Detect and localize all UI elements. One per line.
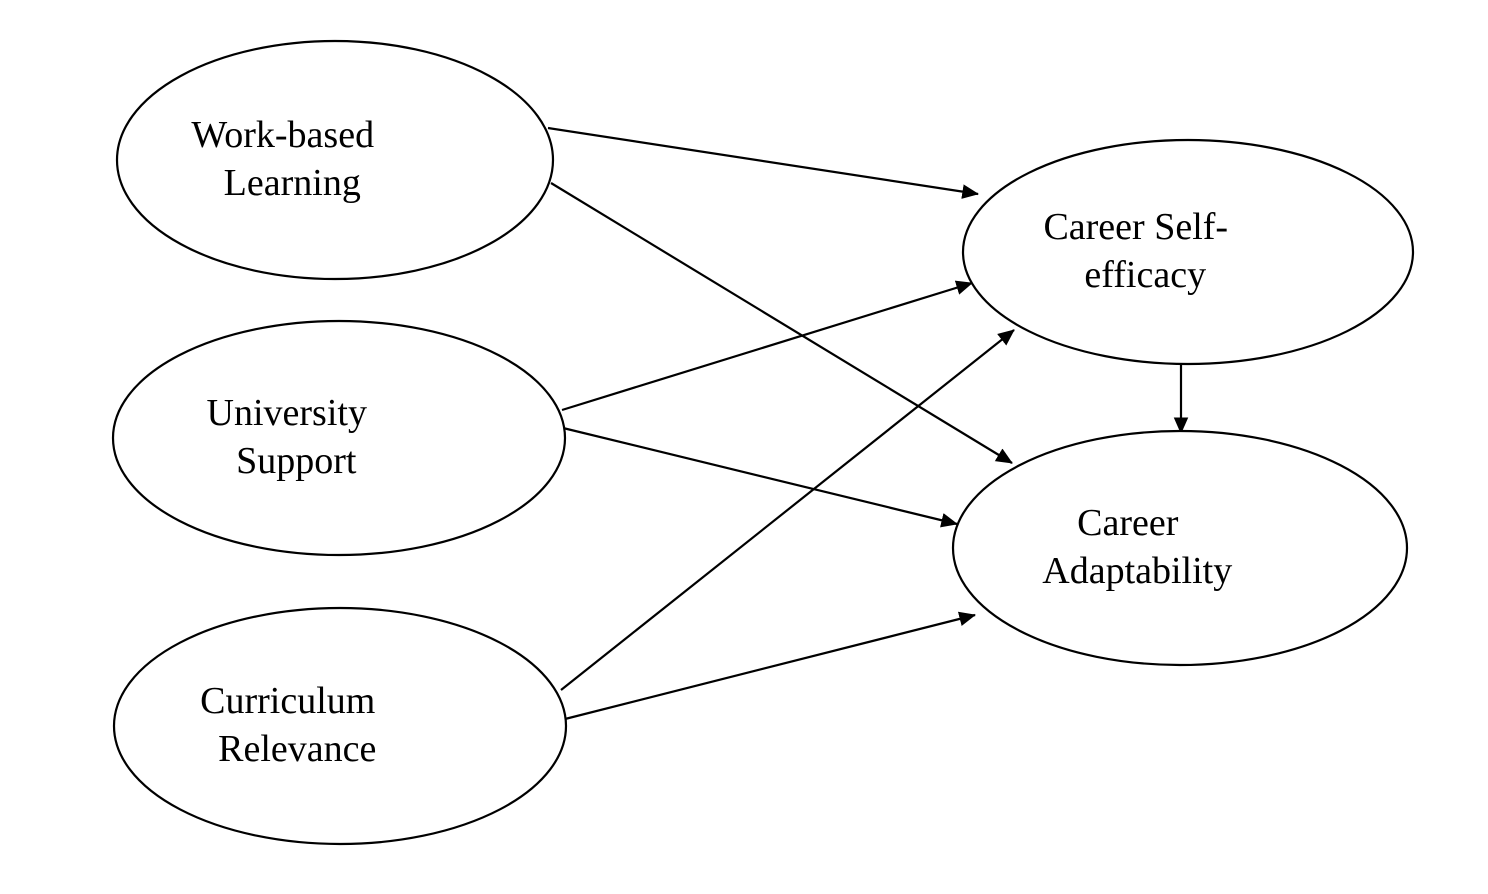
- edge-curriculum-relevance-to-career-self-efficacy: [560, 329, 1015, 691]
- edge-university-support-to-career-adaptability: [562, 426, 958, 528]
- edge-university-support-to-career-self-efficacy: [561, 280, 973, 412]
- node-university-support[interactable]: University Support: [111, 319, 567, 557]
- edge-work-based-learning-to-career-self-efficacy: [547, 126, 979, 199]
- nodes-layer: Work-based Learning University Support C…: [111, 39, 1415, 846]
- node-career-self-efficacy-label: Career Self- efficacy: [1043, 206, 1332, 296]
- node-curriculum-relevance-label: Curriculum Relevance: [200, 680, 480, 770]
- node-university-support-ellipse[interactable]: [111, 319, 567, 557]
- node-career-adaptability[interactable]: Career Adaptability: [951, 429, 1409, 667]
- node-work-based-learning-label: Work-based Learning: [191, 114, 478, 204]
- edge-curriculum-relevance-to-career-adaptability: [564, 611, 976, 721]
- node-university-support-label: University Support: [207, 392, 472, 482]
- node-career-adaptability-label: Career Adaptability: [1042, 502, 1317, 592]
- node-career-adaptability-ellipse[interactable]: [951, 429, 1409, 667]
- node-career-self-efficacy[interactable]: Career Self- efficacy: [961, 138, 1415, 366]
- edges-layer: [547, 126, 1189, 721]
- node-work-based-learning[interactable]: Work-based Learning: [115, 39, 555, 281]
- node-career-self-efficacy-ellipse[interactable]: [961, 138, 1415, 366]
- node-curriculum-relevance[interactable]: Curriculum Relevance: [112, 606, 568, 846]
- edge-work-based-learning-to-career-adaptability: [550, 182, 1013, 464]
- node-curriculum-relevance-ellipse[interactable]: [112, 606, 568, 846]
- node-work-based-learning-ellipse[interactable]: [115, 39, 555, 281]
